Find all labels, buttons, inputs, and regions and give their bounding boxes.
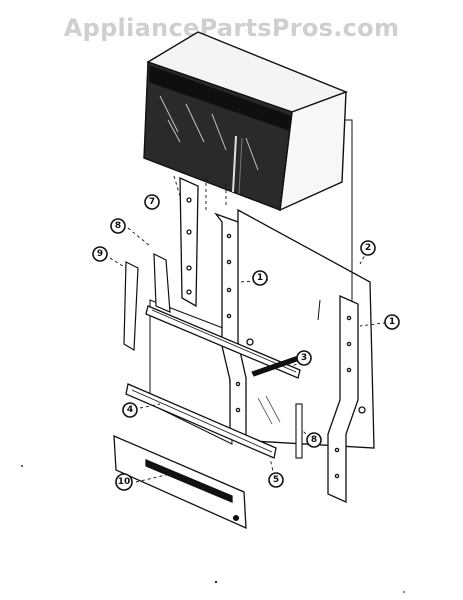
svg-text:1: 1 <box>257 273 263 283</box>
rail-4 <box>125 383 277 459</box>
callout-8b: 8 <box>306 432 322 448</box>
watermark: AppliancePartsPros.com <box>63 14 400 42</box>
svg-text:8: 8 <box>115 221 121 231</box>
svg-text:8: 8 <box>311 435 317 445</box>
callout-3: 3 <box>296 350 312 366</box>
callout-1b: 1 <box>384 314 400 330</box>
scan-specks <box>21 465 405 593</box>
callout-7: 7 <box>144 194 160 210</box>
svg-text:5: 5 <box>273 475 279 485</box>
svg-text:2: 2 <box>365 243 371 253</box>
callout-8a: 8 <box>110 218 126 234</box>
svg-text:10: 10 <box>118 477 131 487</box>
svg-text:7: 7 <box>149 197 155 207</box>
svg-text:3: 3 <box>301 353 307 363</box>
svg-text:9: 9 <box>97 249 103 259</box>
callout-1a: 1 <box>252 270 268 286</box>
side-rail-right <box>327 294 359 504</box>
callout-9: 9 <box>92 246 108 262</box>
callout-4: 4 <box>122 402 138 418</box>
svg-text:1: 1 <box>389 317 395 327</box>
front-panel-10 <box>113 434 247 530</box>
microwave-unit <box>143 31 348 212</box>
rod-8 <box>295 403 303 459</box>
bracket-9 <box>123 253 171 352</box>
svg-text:4: 4 <box>127 405 133 415</box>
callout-10: 10 <box>115 473 133 491</box>
callout-2: 2 <box>360 240 376 256</box>
callout-5: 5 <box>268 472 284 488</box>
rail-3 <box>145 305 301 379</box>
bracket-7 <box>179 176 199 308</box>
